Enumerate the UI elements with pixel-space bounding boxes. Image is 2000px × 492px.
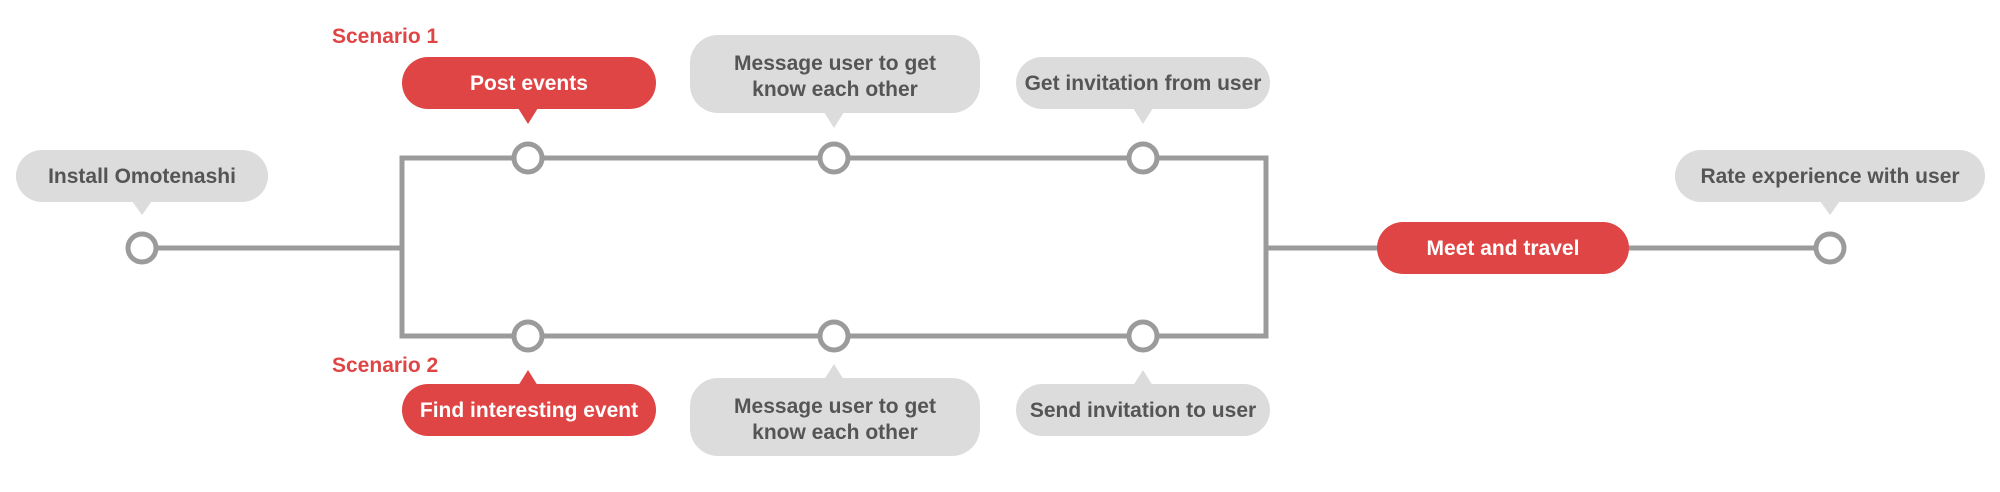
node-find-event xyxy=(511,319,545,353)
bubble-install xyxy=(16,150,268,202)
bubble-rate-experience xyxy=(1675,150,1985,202)
bubble-message-bottom xyxy=(690,378,980,456)
scenario-1-label: Scenario 1 xyxy=(332,25,439,48)
step-message-bottom-line2: know each other xyxy=(752,421,918,444)
step-install-label: Install Omotenashi xyxy=(48,165,236,188)
step-meet-travel-label: Meet and travel xyxy=(1427,237,1580,260)
node-post-events xyxy=(511,141,545,175)
bubble-send-invitation xyxy=(1016,384,1270,436)
node-message-top xyxy=(817,141,851,175)
step-message-bottom-line1: Message user to get xyxy=(734,395,936,418)
bubble-find-event-pointer xyxy=(518,370,538,386)
node-install xyxy=(125,231,159,265)
bubble-post-events xyxy=(402,57,656,109)
step-meet-travel: Meet and travel xyxy=(1377,222,1629,274)
bubble-post-events-pointer xyxy=(518,108,538,124)
step-install: Install Omotenashi xyxy=(16,150,268,215)
bubble-meet-travel xyxy=(1377,222,1629,274)
step-message-top-line1: Message user to get xyxy=(734,52,936,75)
bubble-message-top xyxy=(690,35,980,113)
node-rate-experience xyxy=(1813,231,1847,265)
bubble-rate-experience-pointer xyxy=(1820,201,1840,215)
step-get-invitation-label: Get invitation from user xyxy=(1025,72,1262,95)
bubble-send-invitation-pointer xyxy=(1133,370,1153,386)
step-find-event: Find interesting event xyxy=(402,370,656,436)
bubble-get-invitation xyxy=(1016,57,1270,109)
step-message-top-line2: know each other xyxy=(752,78,918,101)
step-send-invitation-label: Send invitation to user xyxy=(1030,399,1256,422)
step-rate-experience: Rate experience with user xyxy=(1675,150,1985,215)
bubble-message-top-pointer xyxy=(824,112,844,128)
bubble-find-event xyxy=(402,384,656,436)
bubble-message-bottom-pointer xyxy=(824,364,844,380)
bubble-get-invitation-pointer xyxy=(1133,108,1153,124)
step-message-top: Message user to get know each other xyxy=(690,35,980,128)
step-message-bottom: Message user to get know each other xyxy=(690,364,980,456)
step-get-invitation: Get invitation from user xyxy=(1016,57,1270,124)
scenario-2-label: Scenario 2 xyxy=(332,354,438,377)
step-send-invitation: Send invitation to user xyxy=(1016,370,1270,436)
step-post-events: Post events xyxy=(402,57,656,124)
step-find-event-label: Find interesting event xyxy=(420,399,638,422)
step-rate-experience-label: Rate experience with user xyxy=(1700,165,1959,188)
node-send-invitation xyxy=(1126,319,1160,353)
node-message-bottom xyxy=(817,319,851,353)
bubble-install-pointer xyxy=(132,201,152,215)
node-get-invitation xyxy=(1126,141,1160,175)
nodes xyxy=(125,141,1847,353)
step-post-events-label: Post events xyxy=(470,72,588,95)
